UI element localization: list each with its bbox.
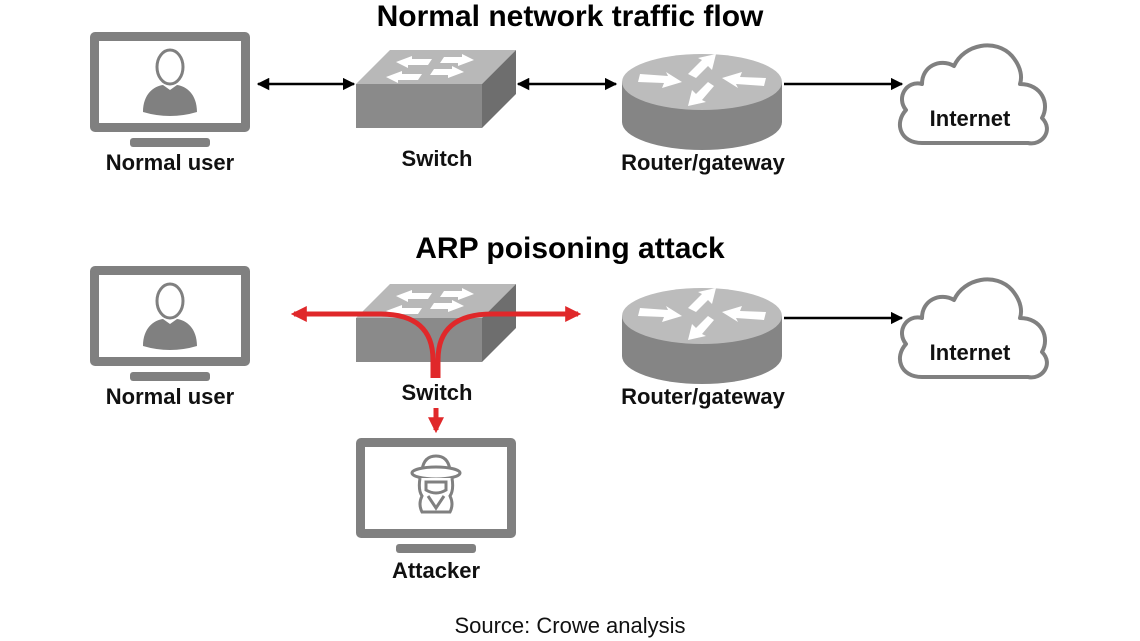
normal-user-node [90, 32, 250, 147]
attack-arrow-to-router [435, 305, 582, 378]
normal-user-label-attack: Normal user [106, 384, 235, 409]
switch-node-attack [356, 284, 516, 362]
source-note: Source: Crowe analysis [454, 613, 685, 638]
switch-icon [356, 50, 516, 128]
router-label-attack: Router/gateway [621, 384, 786, 409]
switch-label: Switch [402, 146, 473, 171]
switch-label-attack: Switch [402, 380, 473, 405]
switch-icon [356, 284, 516, 362]
section-title-normal: Normal network traffic flow [377, 0, 764, 33]
switch-node [356, 50, 516, 128]
router-node [622, 54, 782, 150]
normal-user-node-attack [90, 266, 250, 381]
attacker-label: Attacker [392, 558, 480, 583]
section-title-attack: ARP poisoning attack [415, 232, 725, 265]
router-node-attack [622, 288, 782, 384]
attack-arrow-to-user [290, 305, 436, 378]
normal-user-label: Normal user [106, 150, 235, 175]
internet-label: Internet [930, 106, 1011, 131]
attacker-node [356, 438, 516, 553]
router-icon [622, 54, 782, 150]
router-label: Router/gateway [621, 150, 786, 175]
router-icon [622, 288, 782, 384]
internet-label-attack: Internet [930, 340, 1011, 365]
